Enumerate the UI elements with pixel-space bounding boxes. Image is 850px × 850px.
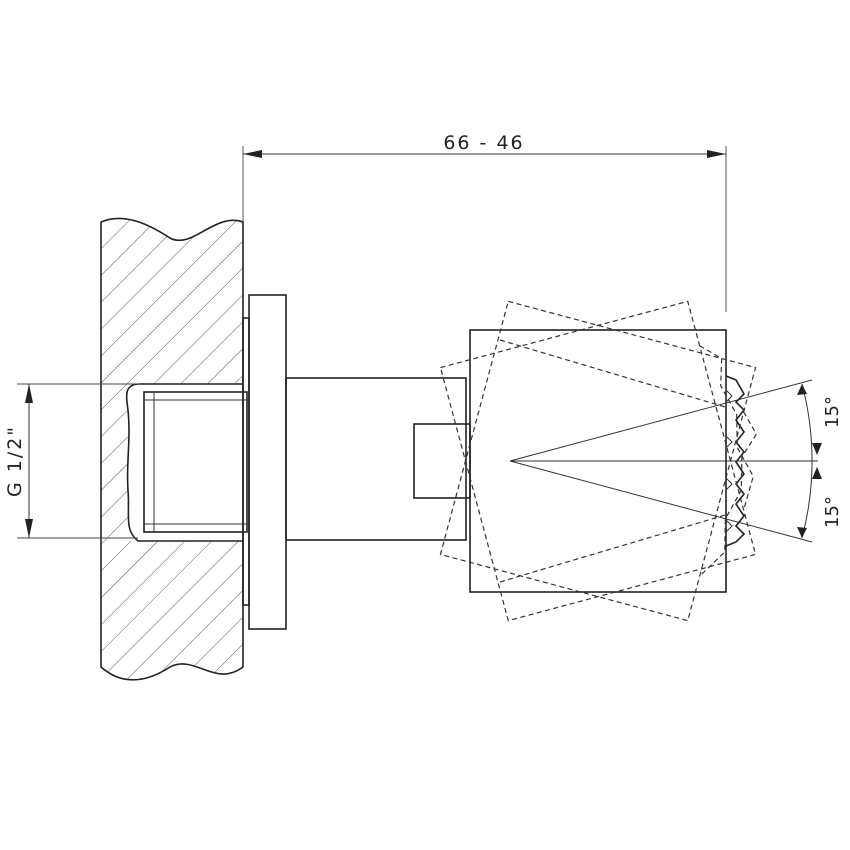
tilt-down-position xyxy=(439,300,758,622)
threaded-pipe xyxy=(143,391,248,533)
flange-back-plate xyxy=(242,317,250,606)
nozzle-face-inner xyxy=(725,389,733,533)
tilt-up-position xyxy=(439,300,757,622)
angle-ray-upper xyxy=(509,379,813,462)
wall-cavity-outline xyxy=(125,383,243,542)
threaded-connector xyxy=(143,391,248,533)
angle-lower-label: 15° xyxy=(822,496,843,528)
swivel-neck xyxy=(413,423,471,499)
angle-arc xyxy=(801,383,813,539)
tilt-up-inner-dash xyxy=(499,339,726,408)
angle-upper-label: 15° xyxy=(822,396,843,428)
angle-construction: 15° 15° xyxy=(509,379,843,543)
flange-plate xyxy=(248,294,287,630)
wall-flange xyxy=(242,294,287,630)
length-dimension: 66 - 46 xyxy=(242,132,727,312)
arm-body xyxy=(285,377,467,541)
wall-outline xyxy=(100,217,244,681)
thread-size-label: G 1/2" xyxy=(4,425,26,497)
shower-arm xyxy=(285,377,471,541)
tilt-positions xyxy=(439,300,758,622)
length-dimension-label: 66 - 46 xyxy=(443,132,524,154)
wall-section xyxy=(100,217,244,681)
thread-dimension: G 1/2" xyxy=(4,383,140,539)
wall-hatched-area xyxy=(101,218,243,680)
nozzle-face xyxy=(725,375,746,547)
angle-ray-lower xyxy=(509,460,813,543)
